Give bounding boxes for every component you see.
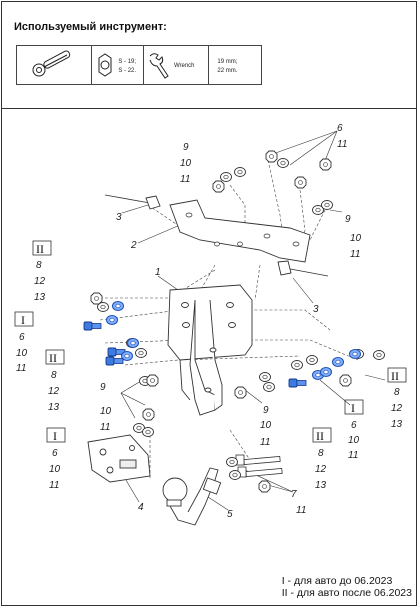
callout-11-c: 11	[348, 450, 358, 461]
callout-11-mid: 11	[260, 437, 270, 448]
long-bolts-part-7	[235, 454, 283, 478]
callout-11-top: 11	[180, 174, 190, 185]
callout-12-d: 12	[391, 403, 403, 414]
callout-9-mid: 9	[263, 405, 269, 416]
callout-10-top: 10	[180, 158, 192, 169]
callout-6-c: 6	[351, 420, 357, 431]
callout-6-b: 6	[52, 448, 58, 459]
callout-8-a: 8	[36, 260, 42, 271]
callout-8-b: 8	[51, 370, 57, 381]
legend-line-1: I - для авто до 06.2023	[281, 575, 393, 587]
callout-7: 7	[291, 489, 297, 500]
cables	[104, 194, 329, 277]
callout-8-c: 8	[318, 448, 324, 459]
callout-10-c: 10	[348, 435, 360, 446]
callout-12-a: 12	[34, 276, 46, 287]
callout-2: 2	[130, 240, 137, 251]
callout-10-a: 10	[16, 348, 28, 359]
callout-10-b: 10	[49, 464, 61, 475]
tow-ball-part-5	[162, 467, 222, 526]
callout-13-a: 13	[34, 292, 46, 303]
callout-10-left: 10	[100, 406, 112, 417]
callout-12-b: 12	[48, 386, 60, 397]
ratchet-wrench-icon	[32, 50, 71, 77]
legend: I - для авто до 06.2023 II - для авто по…	[282, 575, 412, 599]
ref-I-b: I	[53, 429, 57, 443]
callout-9-top: 9	[183, 142, 189, 153]
callout-1: 1	[155, 267, 161, 278]
ref-II-a: II	[36, 242, 44, 256]
callout-9-right: 9	[345, 214, 351, 225]
callout-10-right: 10	[350, 233, 362, 244]
tool-cell-wrench: Wrench	[144, 46, 210, 84]
wrench-size-1: 19 mm;	[217, 59, 238, 65]
tool-cell-socket: S - 19; S - 22.	[92, 46, 144, 84]
callout-13-d: 13	[391, 419, 403, 430]
callout-9-left: 9	[100, 382, 106, 393]
wrench-size-2: 22 mm.	[217, 68, 238, 74]
socket-size-1: S - 19;	[118, 59, 137, 65]
ref-I-a: I	[21, 313, 25, 327]
callout-3-left: 3	[116, 212, 122, 223]
callout-5: 5	[227, 509, 233, 520]
upper-bracket-part-2	[169, 199, 311, 263]
legend-line-2: II - для авто после 06.2023	[281, 587, 412, 599]
callout-11-b: 11	[49, 480, 59, 491]
callout-6-a: 6	[19, 332, 25, 343]
socket-icon	[98, 53, 112, 77]
tools-header: Используемый инструмент: S - 19; S - 22.	[1, 1, 417, 109]
ref-II-b: II	[49, 351, 57, 365]
main-bracket-part-1	[167, 284, 253, 416]
ref-II-d: II	[391, 369, 399, 383]
callout-4: 4	[138, 502, 144, 513]
open-wrench-icon	[149, 53, 169, 79]
electrical-socket-part-4	[87, 434, 151, 483]
tool-cell-ratchet	[17, 46, 93, 84]
ref-I-c: I	[351, 401, 355, 415]
callout-8-d: 8	[394, 387, 400, 398]
tools-title: Используемый инструмент:	[14, 21, 167, 33]
callout-11-bottom: 11	[296, 505, 306, 516]
clamp-part-3	[145, 195, 292, 276]
callout-11-a: 11	[16, 363, 26, 374]
leader-lines	[119, 130, 386, 511]
callout-13-b: 13	[48, 402, 60, 413]
callout-3-right: 3	[313, 304, 319, 315]
callout-6-top: 6	[337, 123, 343, 134]
wrench-label: Wrench	[173, 63, 195, 69]
socket-size-2: S - 22.	[118, 68, 137, 74]
callout-13-c: 13	[315, 480, 327, 491]
callout-12-c: 12	[315, 464, 327, 475]
ref-II-c: II	[316, 429, 324, 443]
callout-labels: II 8 12 13 I 6 10 11 II 8 12 13 I 6 10 1…	[16, 123, 403, 520]
reference-boxes	[14, 240, 407, 443]
callout-11-top-right: 11	[337, 139, 347, 150]
callout-11-right: 11	[350, 249, 360, 260]
tool-cell-mm: 19 mm; 22 mm.	[209, 46, 261, 84]
callout-11-left: 11	[100, 422, 110, 433]
callout-10-mid: 10	[260, 420, 272, 431]
tools-table: S - 19; S - 22. Wrench 19 mm; 22 mm.	[16, 45, 262, 85]
